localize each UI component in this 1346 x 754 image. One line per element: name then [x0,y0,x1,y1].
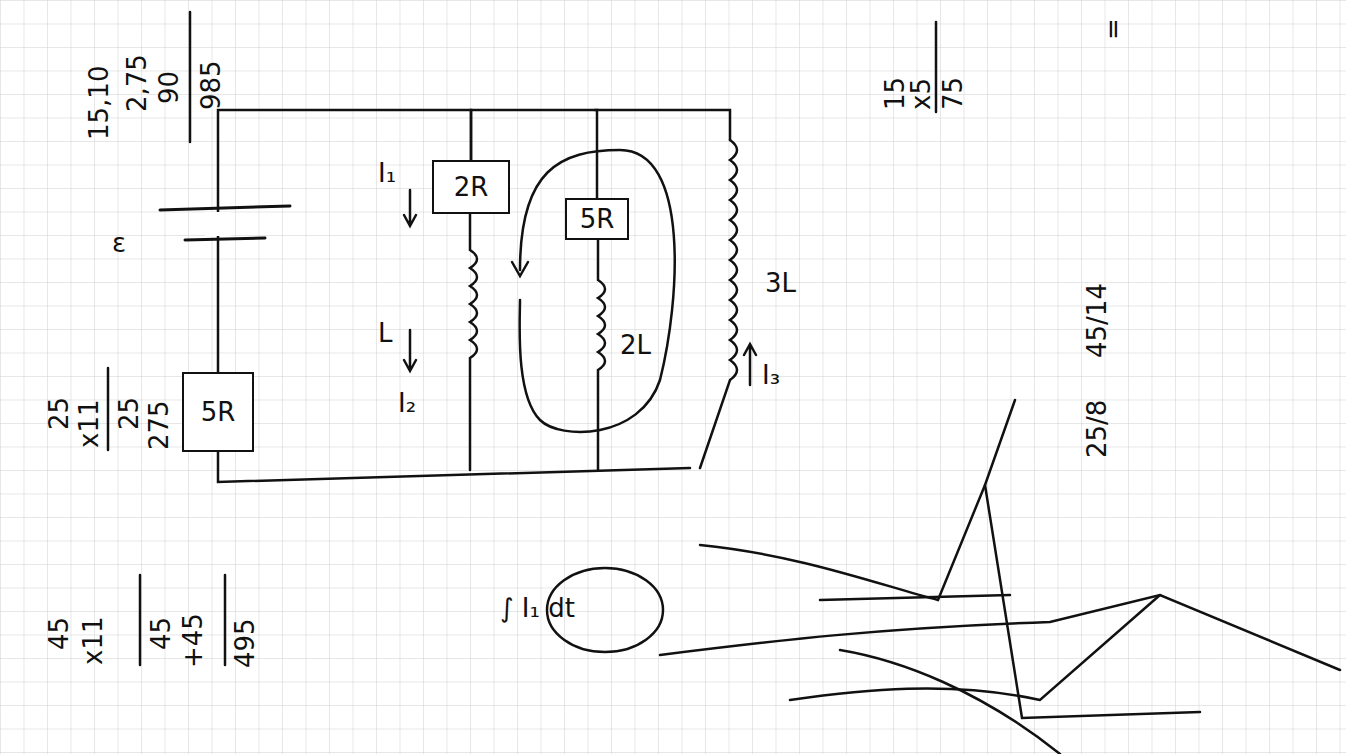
handwritten-label: 45 [148,617,174,650]
handwritten-label: I₂ [398,390,416,416]
handwritten-label: ε [112,230,126,256]
resistor-box: 5R [182,372,254,452]
resistor-box: 5R [565,198,629,240]
handwritten-label: 25 [116,397,142,430]
handwritten-label: 3L [765,270,796,296]
handwritten-label: +45 [180,613,206,668]
handwritten-label: ∫ I₁ dt [500,595,575,621]
handwritten-label: I₁ [378,160,396,186]
handwritten-label: 75 [940,77,966,110]
resistor-value: 2R [448,172,495,202]
circuit-wire [218,110,471,372]
handwritten-label: 15,10 [86,66,112,140]
handwritten-label: x11 [80,617,106,665]
handwritten-label: 15 [882,77,908,110]
handwritten-label: 275 [146,400,172,450]
handwritten-label: 45/14 [1084,283,1110,358]
handwritten-label: 25/8 [1084,400,1110,458]
handwritten-label: 45 [46,617,72,650]
resistor-box: 2R [432,160,510,214]
handwritten-label: 2L [620,332,651,358]
handwritten-label: I₃ [762,362,780,388]
handwritten-label: 495 [232,618,258,668]
handwritten-label: x5 [908,78,934,110]
handwritten-label: = [1100,18,1126,40]
handwritten-label: 90 [156,71,182,104]
resistor-value: 5R [574,204,621,234]
handwritten-label: 985 [198,60,224,110]
handwritten-label: 2,75 [124,54,150,112]
handwritten-label: x11 [76,400,102,448]
resistor-value: 5R [195,397,242,427]
handwritten-label: 25 [46,397,72,430]
handwritten-label: L [378,320,393,346]
